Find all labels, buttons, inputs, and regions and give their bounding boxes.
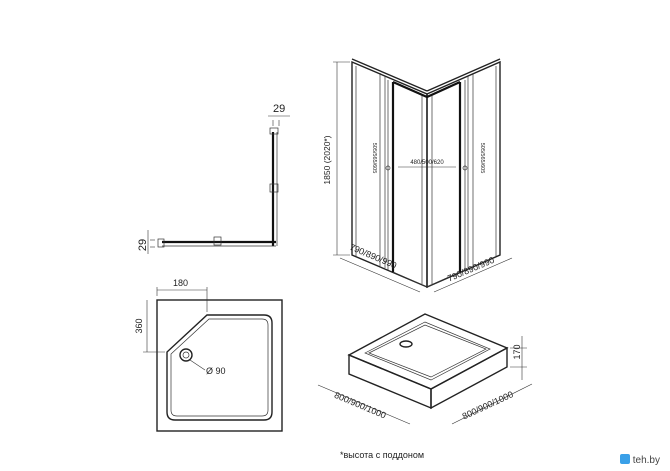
- plan-dim-360: 360: [134, 318, 144, 333]
- teh-logo-icon: [619, 454, 630, 464]
- drain-icon: [179, 348, 193, 362]
- tray-iso-view: 170 800/900/1000 800/900/1000: [317, 313, 533, 425]
- tray-basin: [166, 314, 273, 421]
- profile-view: 29 29: [137, 103, 290, 254]
- iso-width-right: 800/900/1000: [461, 389, 515, 421]
- tray-outline: [156, 299, 283, 432]
- watermark: teh.by: [615, 453, 664, 467]
- iso-dim-height: 170: [512, 344, 522, 359]
- drain-dim: Ø 90: [206, 366, 226, 376]
- door-center-dim: 480/500/620: [410, 160, 444, 166]
- footnote: *высота с поддоном: [340, 450, 424, 460]
- profile-dim-left: 29: [137, 239, 149, 251]
- tray-plan-view: Ø 90 180 360: [134, 278, 283, 432]
- enclosure-height: 1850 (2020*): [322, 135, 332, 184]
- door-right-dim: 505/565/605: [479, 143, 485, 174]
- iso-drain-icon: [399, 340, 413, 348]
- plan-dim-180: 180: [173, 278, 188, 288]
- profile-dim-top: 29: [273, 103, 285, 115]
- iso-width-left: 800/900/1000: [333, 390, 388, 421]
- right-wall: [426, 60, 501, 289]
- enclosure-width-right: 790/890/990: [446, 255, 496, 284]
- watermark-text: teh.by: [632, 455, 660, 466]
- door-left-dim: 505/565/605: [371, 143, 377, 174]
- enclosure-view: 1850 (2020*) 505/565/605 480/500/620 505…: [322, 58, 513, 293]
